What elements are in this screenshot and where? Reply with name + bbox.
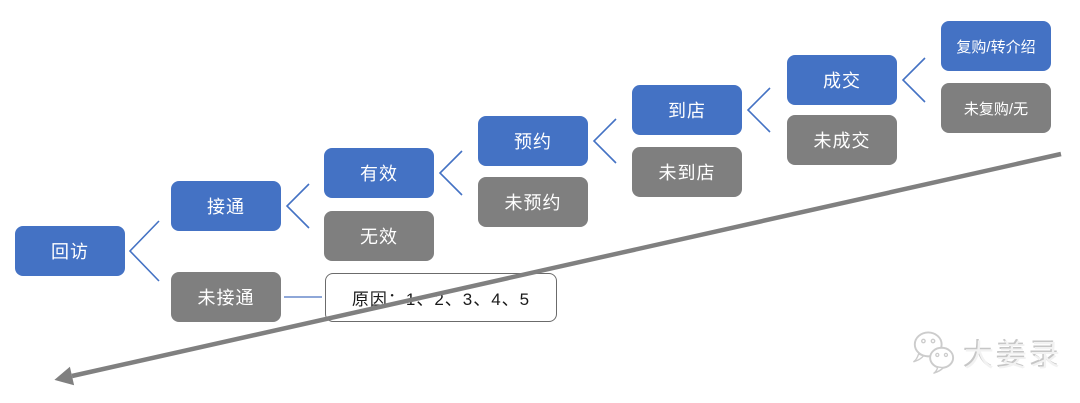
stage-box-no-store-visit: 未到店 <box>632 147 742 197</box>
stage-box-deal: 成交 <box>787 55 897 105</box>
stage-box-store-visit: 到店 <box>632 85 742 135</box>
reason-note-box: 原因：1、2、3、4、5 <box>325 273 557 322</box>
stage-box-appointment: 预约 <box>478 116 588 166</box>
stage-box-valid: 有效 <box>324 148 434 198</box>
stage-box-invalid: 无效 <box>324 211 434 261</box>
stage-box-repurchase-referral: 复购/转介绍 <box>941 21 1051 71</box>
stage-box-no-deal: 未成交 <box>787 115 897 165</box>
stage-box-not-connected: 未接通 <box>171 272 281 322</box>
watermark-text: 大姜录 <box>964 340 1063 373</box>
stage-box-connected: 接通 <box>171 181 281 231</box>
wechat-icon <box>913 331 955 374</box>
stage-box-revisit: 回访 <box>15 226 125 276</box>
stage-box-no-repurchase: 未复购/无 <box>941 83 1051 133</box>
stage-box-no-appointment: 未预约 <box>478 177 588 227</box>
watermark: 大姜录 <box>908 330 1063 376</box>
